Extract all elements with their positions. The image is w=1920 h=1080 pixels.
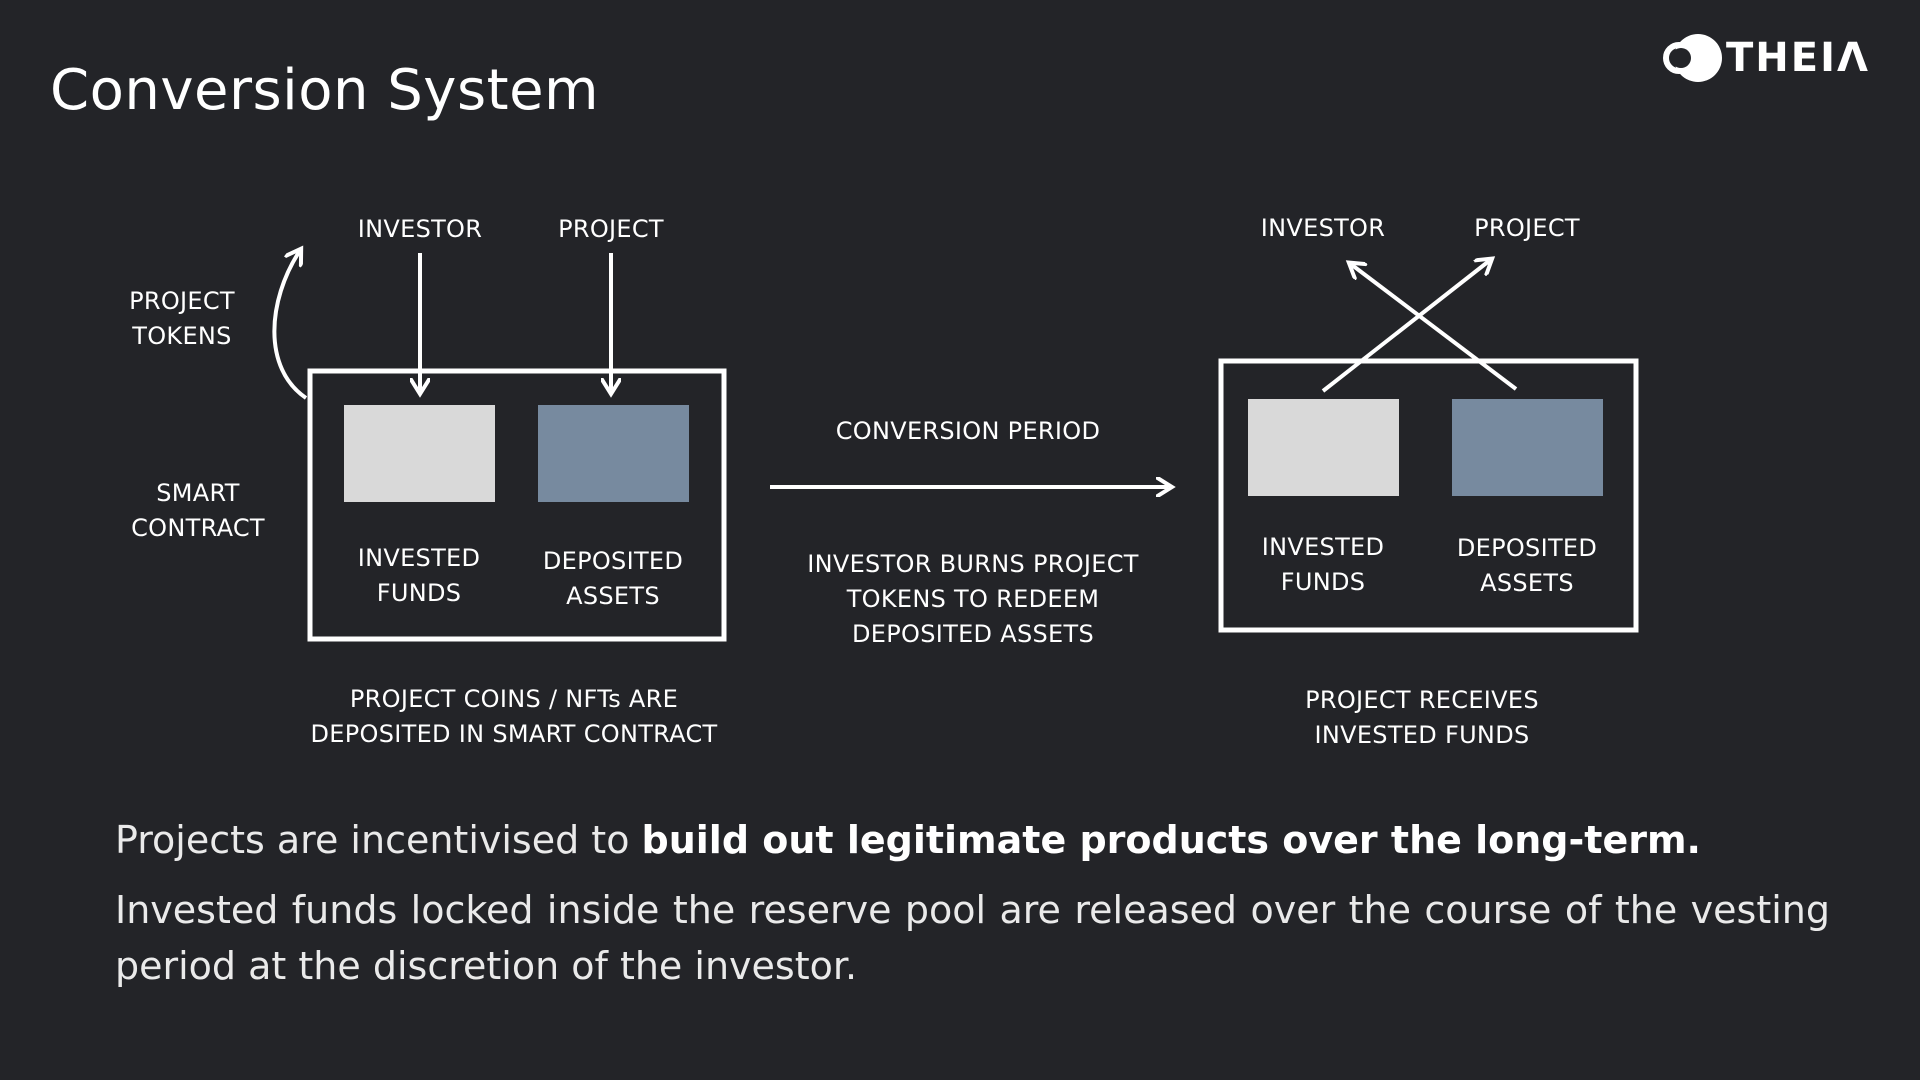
left-deposited-block — [538, 405, 689, 502]
left-investor-label: INVESTOR — [357, 215, 483, 243]
vesting-statement: Invested funds locked inside the reserve… — [115, 888, 1830, 988]
right-deposited-block — [1452, 399, 1603, 496]
right-investor-label: INVESTOR — [1260, 214, 1386, 242]
right-project-label: PROJECT — [1474, 214, 1580, 242]
right-invested-block — [1248, 399, 1399, 496]
brand-logo: THEIΛ — [1660, 28, 1870, 88]
right-contract-box — [1218, 358, 1639, 633]
assets-to-investor-arrow — [1352, 265, 1518, 391]
funds-to-project-arrow — [1321, 261, 1489, 393]
conversion-period-label: CONVERSION PERIOD — [835, 417, 1101, 445]
logo-text: THEIΛ — [1726, 35, 1870, 81]
page-title: Conversion System — [50, 58, 600, 123]
left-contract-box — [307, 368, 727, 642]
project-tokens-arrow — [272, 252, 308, 400]
left-project-label: PROJECT — [558, 215, 664, 243]
left-invested-block — [344, 405, 495, 502]
theia-logo-icon — [1660, 28, 1722, 88]
incentive-statement: Projects are incentivised to build out l… — [115, 818, 1701, 862]
